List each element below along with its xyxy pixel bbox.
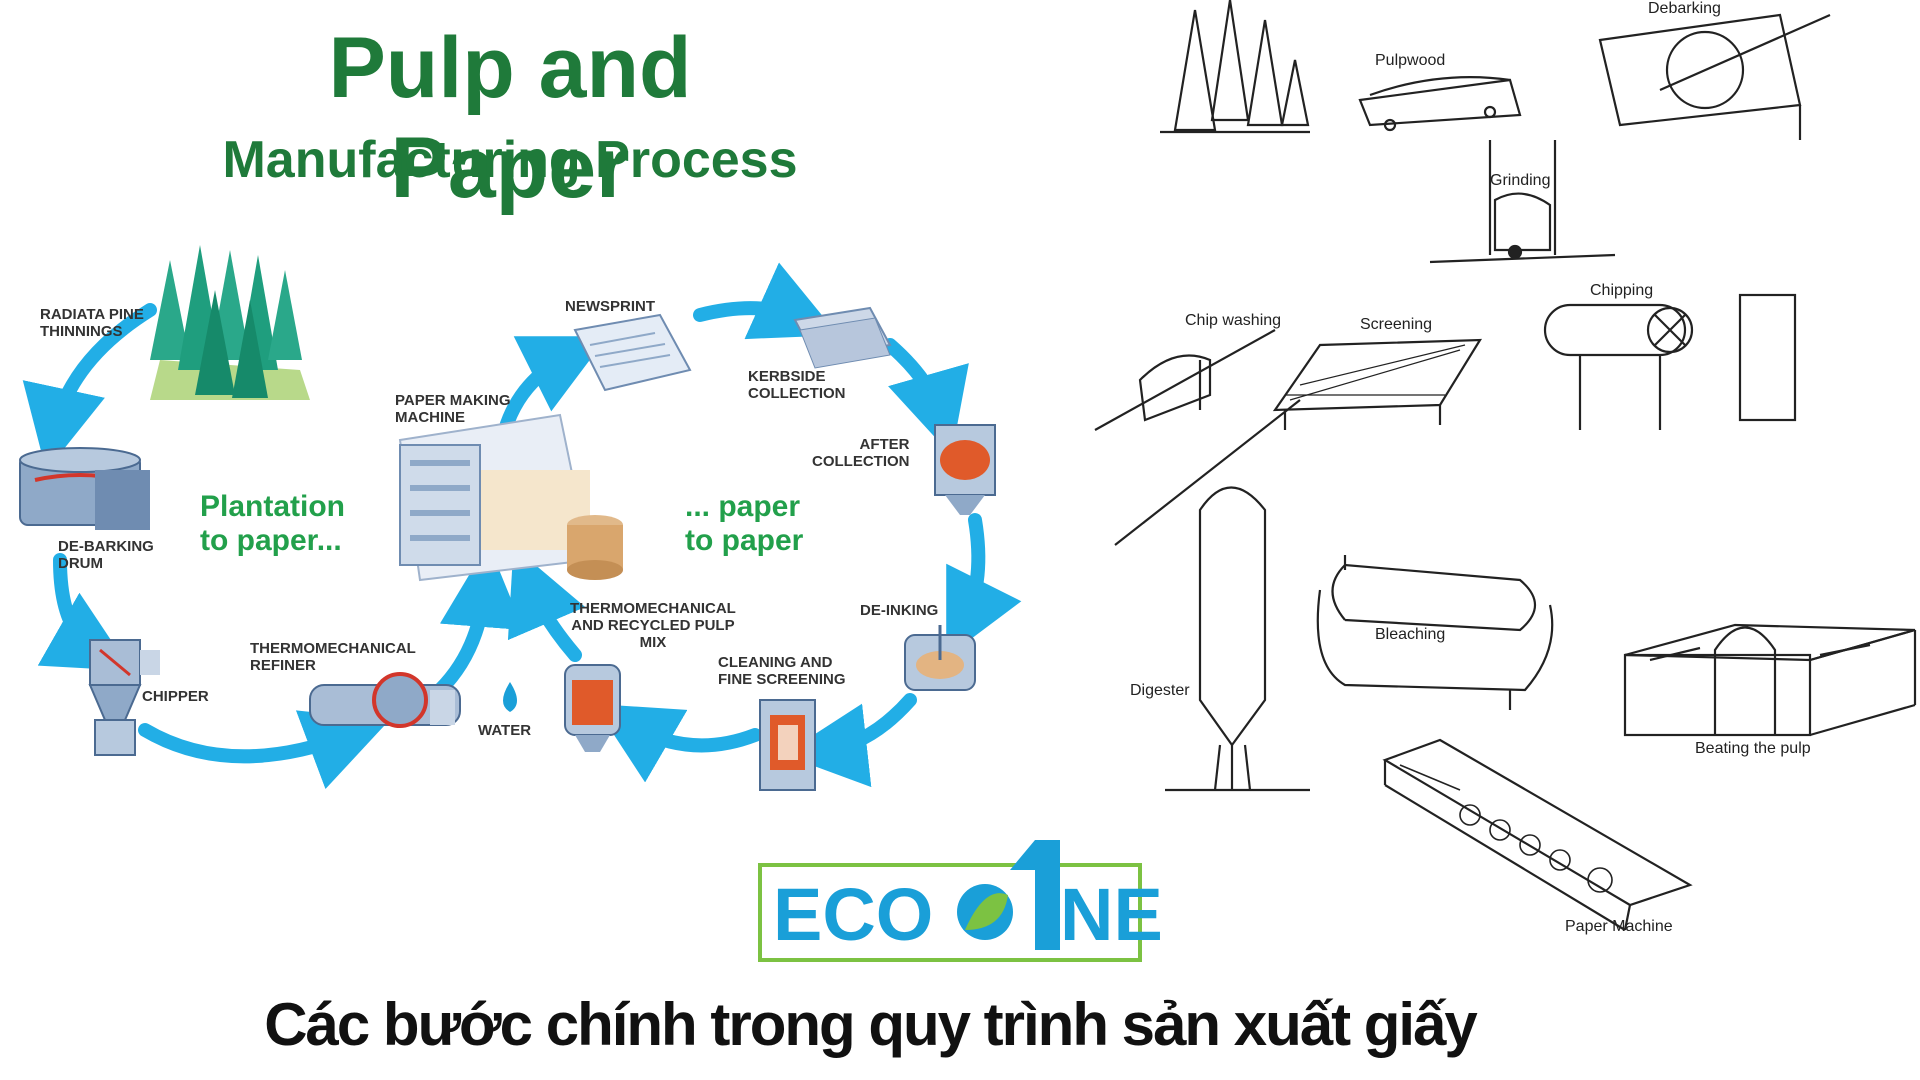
sketch-screening-icon <box>1272 338 1483 430</box>
label-kerbside-collection: KERBSIDE COLLECTION <box>748 368 846 402</box>
label-line: AND RECYCLED PULP <box>571 617 735 634</box>
cleaning-icon <box>759 699 816 791</box>
label-line: MACHINE <box>395 409 465 426</box>
deinking-icon <box>904 625 976 691</box>
sketch-trees-icon <box>1160 0 1310 134</box>
label-newsprint: NEWSPRINT <box>565 298 655 315</box>
page-title: Pulp and Paper <box>328 20 692 216</box>
sketch-digester-icon <box>1165 486 1310 792</box>
label-line: DE-BARKING <box>58 538 154 555</box>
left-caption-line1: Plantation <box>200 490 346 523</box>
page-subtitle: Manufacturing Process <box>222 131 798 189</box>
water-drop-icon <box>503 682 517 712</box>
label-refiner: THERMOMECHANICAL REFINER <box>250 640 416 674</box>
logo-text-right: NE <box>1060 873 1163 956</box>
sketch-chipping-icon <box>1543 293 1797 430</box>
label-line: CLEANING AND <box>718 654 833 671</box>
arrow-kerbside-to-after <box>883 338 969 456</box>
arrow-forest-to-debark <box>22 303 157 472</box>
label-line: THINNINGS <box>40 323 123 340</box>
debarking-drum-icon <box>19 447 150 530</box>
sketch-beating-icon <box>1623 623 1917 737</box>
left-cycle-caption: Plantation to paper... <box>200 490 345 558</box>
refiner-icon <box>309 672 461 728</box>
left-caption-line2: to paper... <box>200 524 342 557</box>
right-caption-line1: ... paper <box>685 490 801 523</box>
label-de-inking: DE-INKING <box>860 602 938 619</box>
arrow-machine-to-newsprint <box>498 336 608 437</box>
sketch-debarking-icon <box>1598 13 1831 140</box>
arrow-debark-to-chipper <box>37 553 132 671</box>
label-line: CHIPPER <box>142 688 209 705</box>
paper-machine-icon <box>398 413 623 582</box>
label-line: COLLECTION <box>748 385 846 402</box>
label-water: WATER <box>478 722 531 739</box>
pulp-mix-tank-icon <box>564 664 621 752</box>
sketch-label-debarking: Debarking <box>1648 0 1721 17</box>
arrow-chipper-to-refiner <box>138 710 390 790</box>
cycle-arrows <box>22 262 1022 790</box>
sketch-bleaching-icon <box>1316 555 1554 710</box>
sketch-pulpwood-icon <box>1358 76 1522 132</box>
arrow-mix-to-machine <box>507 546 586 662</box>
label-line: COLLECTION <box>812 453 910 470</box>
sketch-label-bleaching: Bleaching <box>1375 626 1446 643</box>
right-cycle-caption: ... paper to paper <box>685 490 803 558</box>
sketch-label-chipping: Chipping <box>1590 282 1654 299</box>
sketch-chip-washing-icon <box>1094 329 1301 546</box>
newsprint-icon <box>573 313 692 392</box>
logo-text-left: ECO <box>773 873 933 956</box>
label-paper-making-machine: PAPER MAKING MACHINE <box>395 392 511 426</box>
arrow-after-to-deinking <box>946 513 1022 658</box>
label-debarking-drum: DE-BARKING DRUM <box>58 538 154 572</box>
label-radiata-pine: RADIATA PINE THINNINGS <box>40 306 144 340</box>
sketch-label-grinding: Grinding <box>1490 172 1551 189</box>
label-line: DE-INKING <box>860 602 939 619</box>
label-chipper: CHIPPER <box>142 688 209 705</box>
sketch-label-pulpwood: Pulpwood <box>1375 52 1446 69</box>
pine-forest-icon <box>150 245 310 400</box>
label-line: NEWSPRINT <box>565 298 655 315</box>
label-line: DRUM <box>58 555 103 572</box>
sketch-label-paper-machine: Paper Machine <box>1565 918 1673 935</box>
arrow-newsprint-to-kerbside <box>693 262 839 340</box>
label-cleaning-screening: CLEANING AND FINE SCREENING <box>718 654 846 688</box>
label-line: RADIATA PINE <box>40 306 144 323</box>
label-tmp-recycled-mix: THERMOMECHANICAL AND RECYCLED PULP MIX <box>570 600 736 651</box>
sketch-label-screening: Screening <box>1360 316 1433 333</box>
label-after-collection: AFTER COLLECTION <box>812 436 910 470</box>
label-line: THERMOMECHANICAL <box>250 640 416 657</box>
sketches <box>1094 0 1917 931</box>
label-line: FINE SCREENING <box>718 671 846 688</box>
arrow-deinking-to-cleaning <box>783 693 917 788</box>
label-line: MIX <box>639 634 667 651</box>
label-line: AFTER <box>859 436 910 453</box>
label-line: WATER <box>478 722 532 739</box>
sketch-label-chip-washing: Chip washing <box>1185 312 1282 329</box>
arrow-refiner-to-machine <box>433 543 524 697</box>
econe-logo: ECO NE <box>758 840 1163 962</box>
label-line: KERBSIDE <box>748 368 826 385</box>
label-line: REFINER <box>250 657 316 674</box>
label-line: PAPER MAKING <box>395 392 511 409</box>
bottom-caption: Các bước chính trong quy trình sản xuất … <box>264 991 1478 1058</box>
sketch-label-digester: Digester <box>1130 682 1190 699</box>
sketch-grinding-icon <box>1429 140 1616 264</box>
label-line: THERMOMECHANICAL <box>570 600 736 617</box>
sketch-paper-machine-icon <box>1382 738 1693 931</box>
chipper-icon <box>88 639 160 756</box>
after-collection-icon <box>934 424 996 515</box>
kerbside-stack-icon <box>793 306 892 369</box>
right-caption-line2: to paper <box>685 524 804 557</box>
arrow-cleaning-to-mix <box>593 703 762 783</box>
sketch-label-beating: Beating the pulp <box>1695 740 1811 757</box>
